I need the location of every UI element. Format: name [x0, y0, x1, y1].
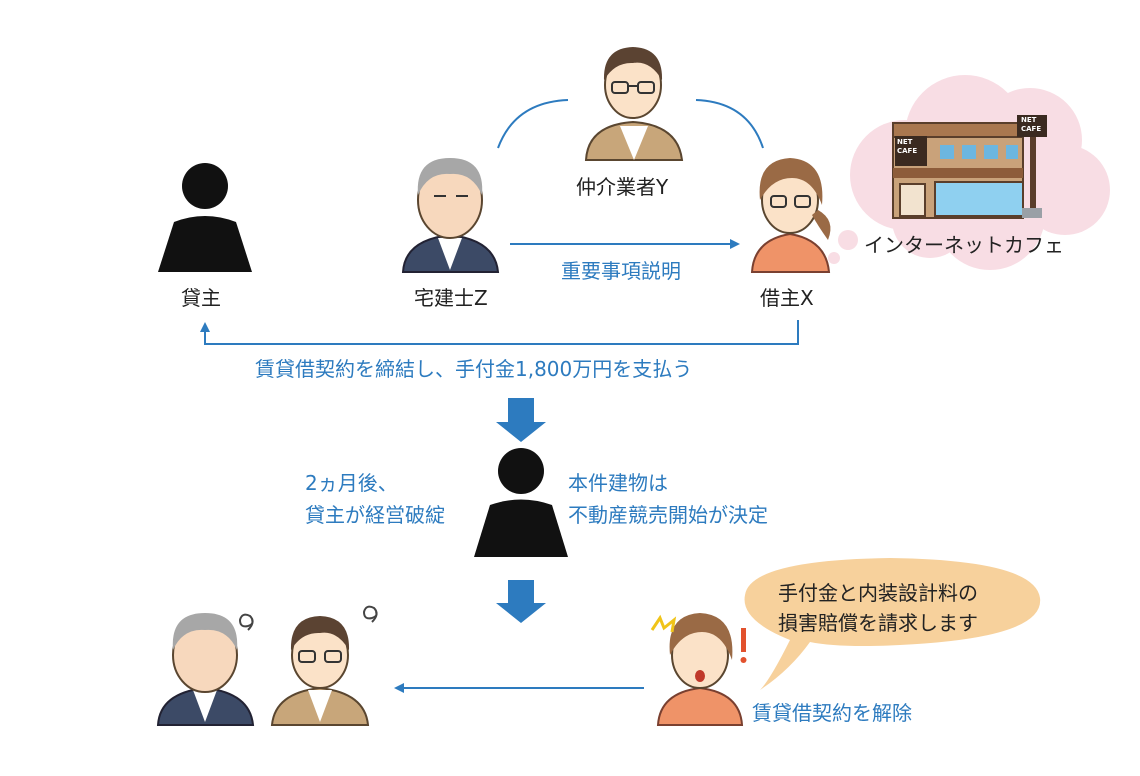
- surprised-woman-icon: [650, 613, 747, 726]
- troubled-old-man-icon: [156, 613, 255, 726]
- explanation-label: 重要事項説明: [561, 259, 681, 283]
- cafe-label: インターネットカフェ: [864, 233, 1064, 257]
- broker-left-arc: [497, 99, 569, 149]
- borrower-woman-icon: [750, 158, 831, 273]
- pole-sign-text: NET CAFE: [1021, 116, 1042, 133]
- broker-right-arc: [695, 99, 764, 149]
- bankrupt-label: 2ヵ月後、 貸主が経営破綻: [305, 471, 445, 527]
- agent-label: 宅建士Z: [414, 286, 488, 310]
- speech-bubble: [744, 558, 1041, 690]
- down-arrow-icon: [496, 398, 546, 442]
- troubled-glasses-man-icon: [270, 605, 378, 726]
- broker-glasses-man-icon: [584, 47, 684, 161]
- claim-label: 手付金と内装設計料の 損害賠償を請求します: [778, 581, 978, 635]
- net-cafe-building-icon: [892, 115, 1047, 219]
- auction-label: 本件建物は 不動産競売開始が決定: [568, 471, 768, 527]
- borrower-label: 借主X: [760, 286, 814, 310]
- cancel-label: 賃貸借契約を解除: [752, 701, 912, 725]
- broker-label: 仲介業者Y: [576, 175, 669, 199]
- contract-arrow: [200, 320, 799, 345]
- lessor-silhouette-icon: [158, 163, 252, 272]
- contract-label: 賃貸借契約を締結し、手付金1,800万円を支払う: [255, 357, 693, 381]
- agent-old-man-icon: [401, 158, 500, 273]
- auction-silhouette-icon: [474, 448, 568, 557]
- down-arrow-icon: [496, 580, 546, 623]
- cafe-sign-text: NET CAFE: [897, 138, 918, 155]
- lessor-label: 貸主: [181, 286, 221, 310]
